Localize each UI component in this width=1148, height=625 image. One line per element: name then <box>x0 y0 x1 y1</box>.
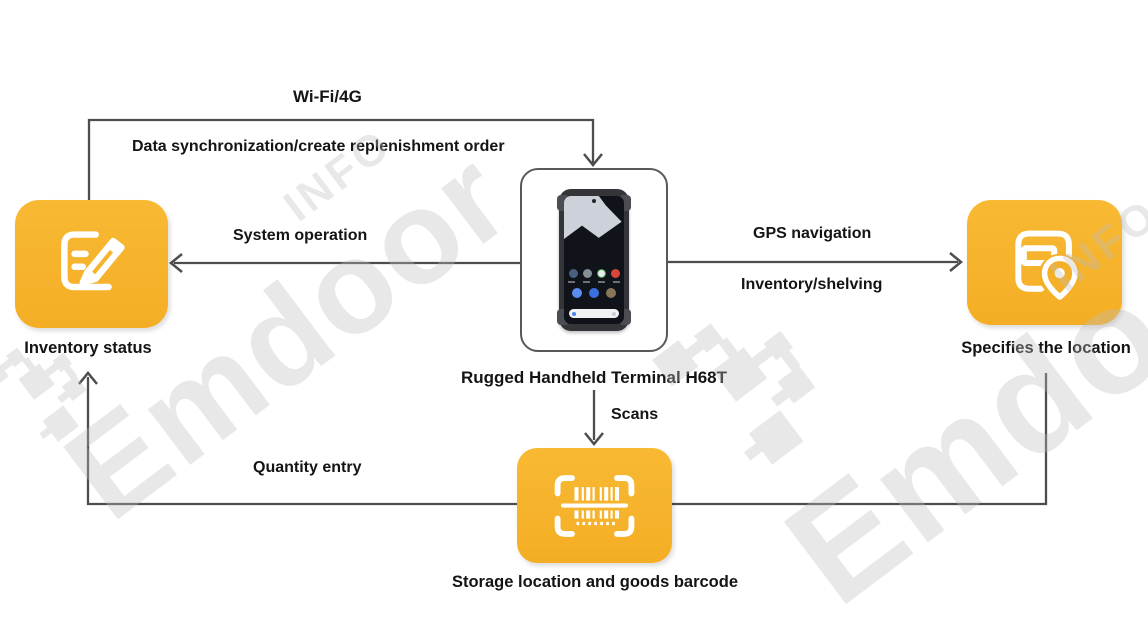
edge-label-quantity-entry: Quantity entry <box>253 459 362 476</box>
edge-label-scans: Scans <box>611 406 659 423</box>
phone-app-labels <box>564 281 624 283</box>
edge-label-gps-navigation: GPS navigation <box>753 225 872 242</box>
phone-dock-icons-row <box>564 288 624 299</box>
edge-wifi-sync-arrowhead <box>583 153 603 167</box>
node-storage-barcode <box>517 448 672 563</box>
edge-location-to-barcode-line <box>672 373 1048 506</box>
box-location-pin-icon <box>999 217 1091 309</box>
node-caption-specifies-location: Specifies the location <box>961 339 1131 357</box>
phone-camera-dot <box>592 199 596 203</box>
node-inventory-status <box>15 200 168 328</box>
edge-system-operation-arrowhead <box>169 253 183 273</box>
edge-label-inventory-shelving: Inventory/shelving <box>741 276 883 293</box>
node-caption-rugged-terminal: Rugged Handheld Terminal H68T <box>460 368 728 387</box>
edge-quantity-entry-line <box>86 377 517 506</box>
phone-screen <box>564 196 624 324</box>
edge-label-wifi: Wi-Fi/4G <box>293 87 362 106</box>
barcode-scan-icon <box>536 461 653 551</box>
node-rugged-terminal <box>520 168 668 352</box>
edge-scans-arrowhead <box>584 432 604 446</box>
edge-wifi-sync-line <box>87 118 595 200</box>
phone-app-icons-row <box>564 268 624 278</box>
edge-label-data-sync: Data synchronization/create replenishmen… <box>132 138 505 155</box>
edge-label-system-operation: System operation <box>233 227 368 244</box>
node-caption-inventory-status: Inventory status <box>24 339 152 357</box>
phone-search-bar <box>569 309 619 318</box>
edge-gps-arrowhead <box>949 252 963 272</box>
node-specifies-location <box>967 200 1122 325</box>
node-caption-storage-barcode: Storage location and goods barcode <box>451 573 739 591</box>
phone-image <box>557 189 631 331</box>
document-pencil-icon <box>46 218 138 310</box>
edge-quantity-entry-arrowhead <box>78 371 98 385</box>
phone-wallpaper <box>564 196 624 324</box>
